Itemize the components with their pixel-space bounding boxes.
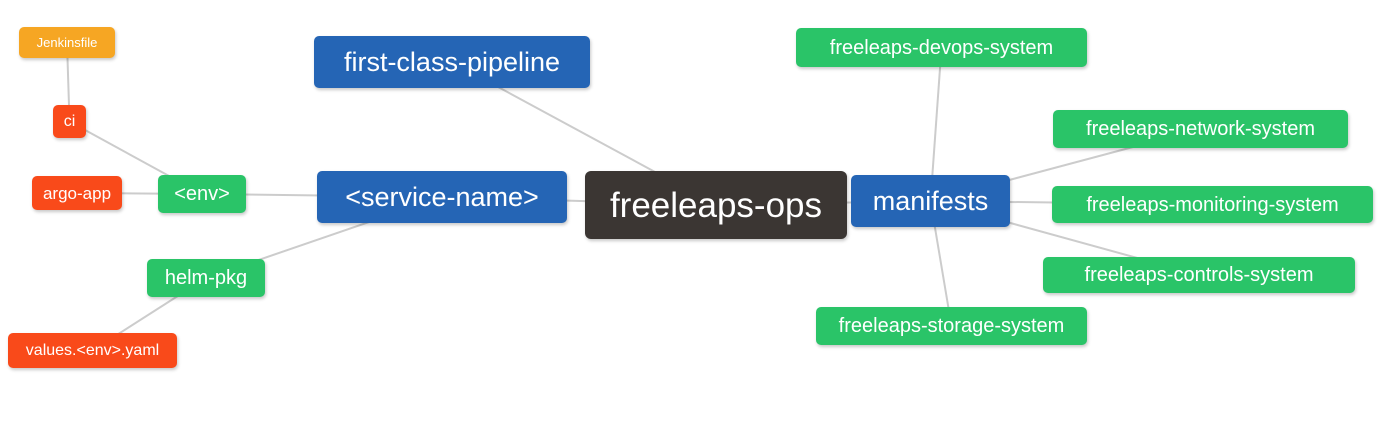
node-freeleaps-storage-system[interactable]: freeleaps-storage-system: [816, 307, 1087, 345]
node-freeleaps-network-system[interactable]: freeleaps-network-system: [1053, 110, 1348, 148]
node-helm-pkg[interactable]: helm-pkg: [147, 259, 265, 297]
node-env[interactable]: <env>: [158, 175, 246, 213]
node-freeleaps-monitoring-system[interactable]: freeleaps-monitoring-system: [1052, 186, 1373, 223]
node-service-name[interactable]: <service-name>: [317, 171, 567, 223]
node-manifests[interactable]: manifests: [851, 175, 1010, 227]
node-argo-app[interactable]: argo-app: [32, 176, 122, 210]
node-jenkinsfile[interactable]: Jenkinsfile: [19, 27, 115, 58]
node-freeleaps-devops-system[interactable]: freeleaps-devops-system: [796, 28, 1087, 67]
node-first-class-pipeline[interactable]: first-class-pipeline: [314, 36, 590, 88]
node-freeleaps-ops[interactable]: freeleaps-ops: [585, 171, 847, 239]
node-ci[interactable]: ci: [53, 105, 86, 138]
node-freeleaps-controls-system[interactable]: freeleaps-controls-system: [1043, 257, 1355, 293]
node-values-env-yaml[interactable]: values.<env>.yaml: [8, 333, 177, 368]
